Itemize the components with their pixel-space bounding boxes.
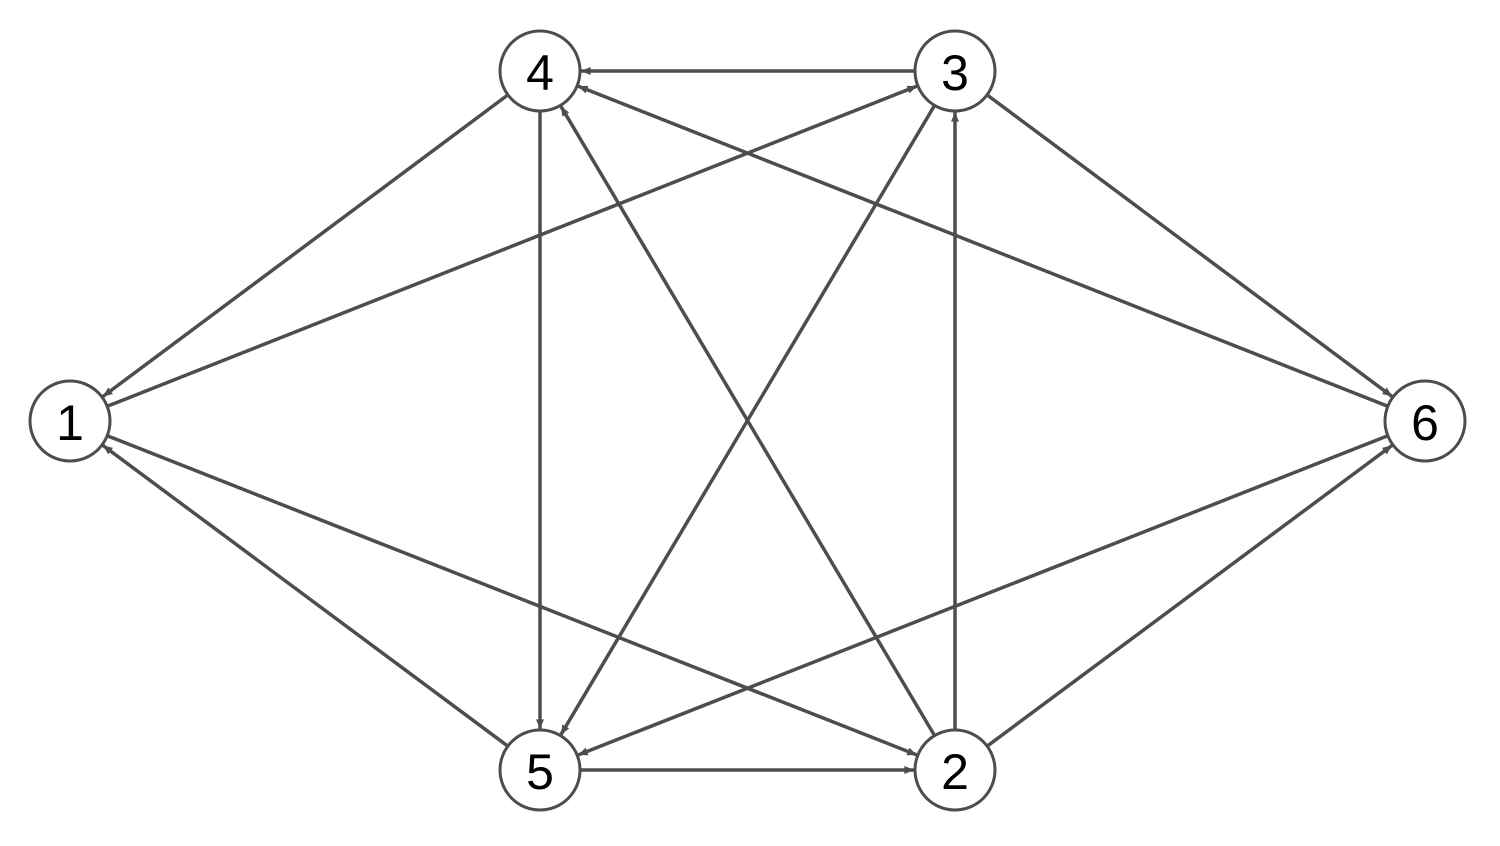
- node-circle: [913, 728, 997, 812]
- node-2: 2: [913, 728, 997, 812]
- node-label: 4: [526, 45, 554, 101]
- edge-6-to-5: [577, 434, 1389, 757]
- node-3: 3: [913, 29, 997, 113]
- node-1: 1: [28, 379, 112, 463]
- edge-5-to-1: [101, 443, 509, 748]
- node-circle: [1383, 379, 1467, 463]
- node-label: 3: [941, 45, 969, 101]
- node-circle: [498, 728, 582, 812]
- edge-2-to-4: [559, 105, 937, 737]
- node-6: 6: [1383, 379, 1467, 463]
- nodes-layer: 1 2 3 4 5 6: [28, 29, 1467, 812]
- edge-1-to-3: [106, 84, 918, 408]
- edges-layer: [101, 67, 1394, 774]
- node-circle: [498, 29, 582, 113]
- node-5: 5: [498, 728, 582, 812]
- edge-4-to-1: [101, 93, 509, 398]
- edge-6-to-4: [577, 84, 1389, 408]
- edge-1-to-2: [106, 434, 918, 757]
- node-circle: [28, 379, 112, 463]
- node-label: 6: [1411, 395, 1439, 451]
- edge-2-to-6: [986, 443, 1394, 748]
- node-label: 5: [526, 744, 554, 800]
- node-label: 1: [56, 395, 84, 451]
- node-label: 2: [941, 744, 969, 800]
- edge-3-to-6: [986, 93, 1394, 398]
- node-4: 4: [498, 29, 582, 113]
- node-circle: [913, 29, 997, 113]
